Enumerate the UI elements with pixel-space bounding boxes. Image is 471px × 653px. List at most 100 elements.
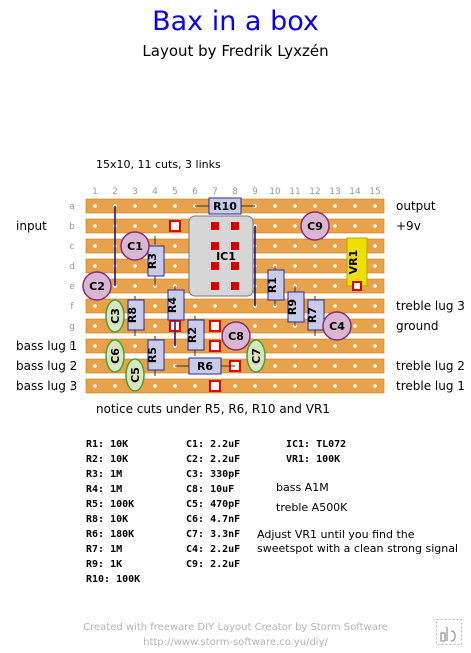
c7-label: C7 [250, 348, 263, 364]
c6-label: C6 [109, 348, 122, 364]
board-hole [93, 224, 97, 228]
board-hole [93, 344, 97, 348]
pot-bass: bass A1M [276, 481, 329, 494]
board-hole [333, 344, 337, 348]
board-hole [193, 304, 197, 308]
board-hole [353, 224, 357, 228]
track-cut [209, 320, 221, 332]
board-summary: 15x10, 11 cuts, 3 links [96, 158, 221, 171]
board-hole [133, 284, 137, 288]
board-hole [93, 384, 97, 388]
column-label: 4 [152, 187, 158, 197]
part-entry: C2: 2.2uF [186, 454, 241, 465]
board-hole [333, 304, 337, 308]
c8-label: C8 [228, 330, 244, 343]
column-label: 11 [289, 187, 300, 197]
board-hole [273, 344, 277, 348]
board-hole [313, 264, 317, 268]
part-entry: VR1: 100K [286, 454, 341, 465]
board-hole [213, 304, 217, 308]
board-hole [373, 324, 377, 328]
board-hole [93, 324, 97, 328]
adjust-note-line-2: sweetspot with a clean strong signal [257, 542, 459, 555]
board-hole [293, 204, 297, 208]
board-hole [133, 204, 137, 208]
board-hole [253, 324, 257, 328]
board-hole [313, 284, 317, 288]
capacitor-c1: C1 [120, 231, 150, 261]
capacitor-c9: C9 [300, 211, 330, 241]
board-hole [173, 384, 177, 388]
board-hole [173, 244, 177, 248]
r7-label: R7 [306, 307, 319, 323]
board-hole [373, 384, 377, 388]
column-label: 13 [329, 187, 340, 197]
board-hole [313, 364, 317, 368]
c4-label: C4 [329, 320, 345, 333]
board-hole [273, 384, 277, 388]
resistor-r9: R9 [286, 286, 305, 326]
column-label: 5 [172, 187, 178, 197]
page-subtitle: Layout by Fredrik Lyxzén [142, 42, 329, 60]
board-hole [153, 204, 157, 208]
capacitor-c7: C7 [246, 339, 266, 373]
board-hole [353, 384, 357, 388]
left-label: input [16, 219, 47, 233]
resistors: R10 R3 R1 R4 R8 R9 R7 R2 R5 R6 [126, 197, 325, 376]
diy-logo-icon [436, 619, 462, 645]
part-entry: C1: 2.2uF [186, 439, 241, 450]
r2-label: R2 [186, 327, 199, 343]
column-label: 10 [269, 187, 281, 197]
board-hole [193, 384, 197, 388]
board-hole [353, 344, 357, 348]
part-entry: R2: 10K [86, 454, 129, 465]
board-hole [353, 304, 357, 308]
left-label: bass lug 3 [16, 379, 77, 393]
board-hole [273, 204, 277, 208]
board-hole [133, 264, 137, 268]
c9-label: C9 [307, 220, 323, 233]
capacitor-c4: C4 [322, 311, 352, 341]
board-hole [373, 244, 377, 248]
resistor-r8: R8 [126, 296, 145, 336]
resistor-r7: R7 [306, 296, 325, 336]
board-hole [173, 264, 177, 268]
part-entry: IC1: TL072 [286, 439, 347, 450]
part-entry: C6: 4.7nF [186, 514, 241, 525]
part-entry: R7: 1M [86, 544, 123, 555]
r6-label: R6 [197, 360, 213, 373]
right-label: treble lug 2 [396, 359, 465, 373]
board-hole [293, 344, 297, 348]
column-label: 3 [132, 187, 138, 197]
board-hole [93, 264, 97, 268]
column-label: 1 [92, 187, 98, 197]
column-label: 9 [252, 187, 258, 197]
board-hole [333, 284, 337, 288]
row-label: e [69, 282, 75, 292]
board-hole [293, 244, 297, 248]
row-label: d [69, 262, 75, 272]
capacitor-c8: C8 [221, 321, 251, 351]
r9-label: R9 [286, 299, 299, 315]
column-label: 6 [192, 187, 198, 197]
column-label: 7 [212, 187, 218, 197]
part-entry: R6: 180K [86, 529, 135, 540]
resistor-r1: R1 [266, 266, 285, 306]
board-hole [333, 264, 337, 268]
part-entry: C5: 470pF [186, 499, 241, 510]
c3-label: C3 [109, 308, 122, 324]
board-hole [373, 224, 377, 228]
r1-label: R1 [266, 277, 279, 293]
resistor-r2: R2 [186, 316, 205, 356]
resistor-r6: R6 [175, 357, 235, 375]
r3-label: R3 [146, 253, 159, 269]
footer-url[interactable]: http://www.storm-software.co.yu/diy/ [143, 637, 328, 648]
cuts-note: notice cuts under R5, R6, R10 and VR1 [96, 402, 330, 416]
row-label: b [69, 222, 75, 232]
part-entry: C4: 2.2uF [186, 544, 241, 555]
column-label: 8 [232, 187, 238, 197]
part-entry: R8: 10K [86, 514, 129, 525]
resistor-r5: R5 [146, 336, 165, 376]
column-label: 12 [309, 187, 320, 197]
